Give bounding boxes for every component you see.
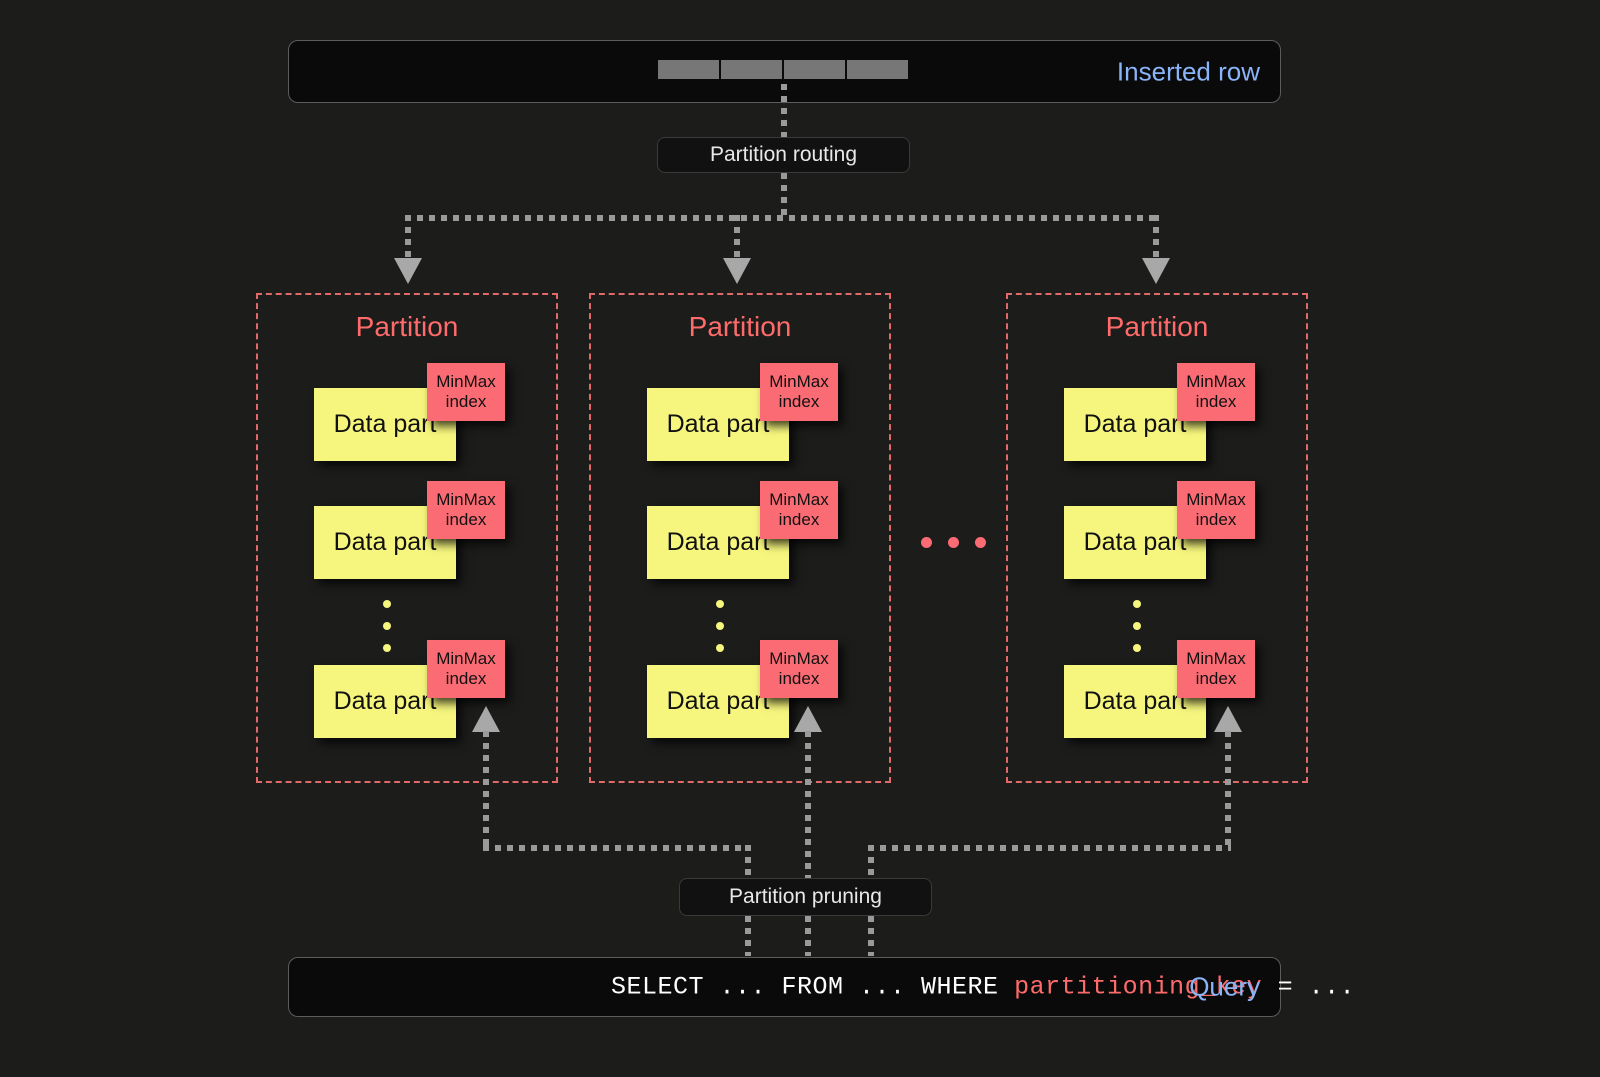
connector-bus-to-partition-1 bbox=[734, 215, 740, 262]
arrow-down-icon bbox=[394, 258, 422, 284]
minmax-line-2: index bbox=[1195, 669, 1237, 688]
minmax-line-1: MinMax bbox=[436, 490, 496, 510]
row-cell bbox=[784, 60, 845, 79]
connector-pruning-to-partition-1 bbox=[805, 731, 811, 883]
data-part-box: Data part bbox=[314, 388, 456, 461]
partition-title: Partition bbox=[1105, 311, 1209, 342]
query-prefix: SELECT ... FROM ... WHERE bbox=[611, 972, 1015, 1002]
data-part-box: Data part bbox=[314, 665, 456, 738]
connector-bus-right-to-pruning bbox=[868, 845, 874, 883]
connector-bus-to-partition-2 bbox=[1153, 215, 1159, 262]
minmax-line-2: index bbox=[445, 669, 487, 688]
minmax-line-2: index bbox=[1195, 510, 1237, 529]
minmax-line-2: index bbox=[1195, 392, 1237, 411]
minmax-line-2: index bbox=[778, 392, 820, 411]
vertical-ellipsis bbox=[716, 600, 724, 652]
arrow-up-icon bbox=[794, 706, 822, 732]
arrow-down-icon bbox=[723, 258, 751, 284]
connector-bus-to-partition-0 bbox=[405, 215, 411, 262]
partition-title: Partition bbox=[688, 311, 792, 342]
minmax-line-1: MinMax bbox=[769, 372, 829, 392]
query-bar: SELECT ... FROM ... WHERE partitioning_k… bbox=[288, 957, 1355, 1017]
query-text: SELECT ... FROM ... WHERE partitioning_k… bbox=[611, 973, 1355, 1002]
connector-pruning-to-query-left bbox=[745, 916, 751, 956]
query-keyword: partitioning_key bbox=[1014, 972, 1263, 1002]
row-cell bbox=[658, 60, 719, 79]
vertical-ellipsis bbox=[383, 600, 391, 652]
connector-pruning-to-query-right bbox=[868, 916, 874, 956]
minmax-line-1: MinMax bbox=[769, 490, 829, 510]
query-label: Query bbox=[1189, 971, 1260, 1002]
data-part-box: Data part bbox=[647, 665, 789, 738]
vertical-ellipsis bbox=[1133, 600, 1141, 652]
minmax-line-2: index bbox=[778, 669, 820, 688]
connector-row-to-routing bbox=[781, 84, 787, 139]
connector-pruning-bus-right bbox=[868, 845, 1231, 851]
query-suffix: = ... bbox=[1262, 972, 1356, 1002]
horizontal-ellipsis bbox=[921, 537, 986, 548]
minmax-line-1: MinMax bbox=[436, 649, 496, 669]
connector-bus-left-to-pruning bbox=[745, 845, 751, 883]
row-cell bbox=[847, 60, 908, 79]
connector-routing-bus bbox=[405, 215, 1159, 221]
minmax-line-1: MinMax bbox=[769, 649, 829, 669]
connector-pruning-to-partition-2 bbox=[1225, 731, 1231, 849]
inserted-row-label: Inserted row bbox=[1116, 56, 1260, 86]
minmax-line-2: index bbox=[445, 510, 487, 529]
arrow-up-icon bbox=[1214, 706, 1242, 732]
partition-pruning-box: Partition pruning bbox=[679, 878, 932, 916]
inserted-row-cells bbox=[658, 60, 908, 79]
minmax-line-1: MinMax bbox=[1186, 490, 1246, 510]
partition-routing-label: Partition routing bbox=[709, 143, 858, 166]
connector-routing-to-bus bbox=[781, 173, 787, 221]
minmax-line-2: index bbox=[778, 510, 820, 529]
row-cell bbox=[721, 60, 782, 79]
connector-pruning-to-query-middle bbox=[805, 916, 811, 956]
minmax-line-1: MinMax bbox=[1186, 649, 1246, 669]
partition-routing-box: Partition routing bbox=[657, 137, 910, 173]
connector-pruning-to-partition-0 bbox=[483, 731, 489, 849]
minmax-line-1: MinMax bbox=[1186, 372, 1246, 392]
minmax-line-2: index bbox=[445, 392, 487, 411]
partition-title: Partition bbox=[355, 311, 459, 342]
arrow-up-icon bbox=[472, 706, 500, 732]
connector-pruning-bus-left bbox=[483, 845, 751, 851]
partition-pruning-label: Partition pruning bbox=[729, 885, 882, 908]
minmax-line-1: MinMax bbox=[436, 372, 496, 392]
arrow-down-icon bbox=[1142, 258, 1170, 284]
